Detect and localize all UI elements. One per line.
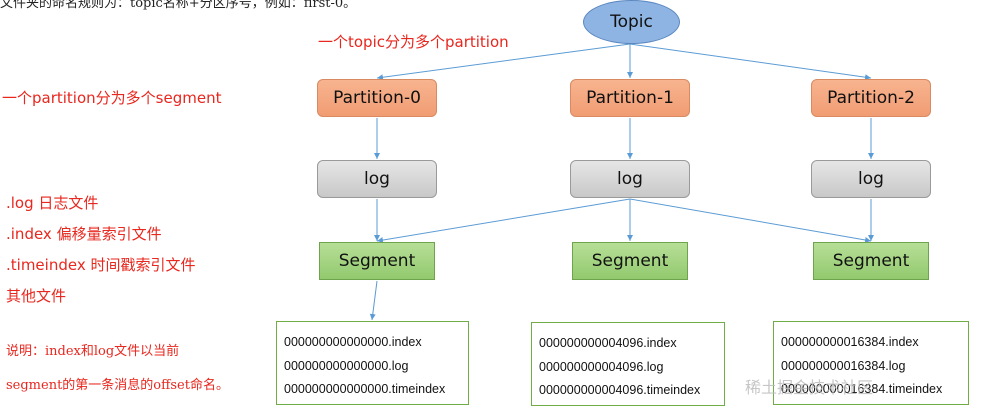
partition-2-node: Partition-2	[811, 79, 931, 117]
log-node-0: log	[317, 160, 437, 198]
file-log: 000000000000000.log	[284, 358, 409, 373]
file-timeindex: 000000000016384.timeindex	[781, 382, 943, 396]
file-type-other: 其他文件	[6, 287, 67, 305]
file-log: 000000000016384.log	[781, 358, 906, 373]
segment-node-1: Segment	[572, 242, 688, 280]
arrow-segment-0-to-files	[369, 280, 378, 321]
file-index: 000000000000000.index	[284, 335, 422, 349]
segment-node-2: Segment	[813, 242, 929, 280]
segment-files-1: 000000000004096.index 000000000004096.lo…	[531, 322, 725, 406]
explain-line-2: segment的第一条消息的offset命名。	[6, 378, 229, 393]
file-type-timeindex: .timeindex 时间戳索引文件	[6, 256, 196, 274]
arrow-topic-to-partition-2	[629, 43, 872, 81]
file-type-index: .index 偏移量索引文件	[6, 225, 162, 243]
partition-0-node: Partition-0	[317, 79, 437, 117]
arrow-log-to-segment-2	[629, 198, 872, 243]
log-node-1: log	[570, 160, 690, 198]
file-type-log: .log 日志文件	[6, 194, 99, 212]
arrow-log-to-segment-0	[376, 198, 631, 243]
explain-line-1: 说明：index和log文件以当前	[6, 344, 180, 359]
partition-note: 一个partition分为多个segment	[2, 89, 222, 107]
segment-files-0: 000000000000000.index 000000000000000.lo…	[276, 321, 469, 405]
file-timeindex: 000000000004096.timeindex	[539, 383, 701, 397]
watermark: 稀土掘金技术社区	[745, 378, 874, 397]
file-index: 000000000004096.index	[539, 336, 677, 350]
segment-files-2: 000000000016384.index 000000000016384.lo…	[773, 321, 969, 405]
segment-node-0: Segment	[319, 242, 435, 280]
arrow-topic-to-partition-0	[376, 43, 631, 81]
file-log: 000000000004096.log	[539, 359, 664, 374]
header-fragment: 文件夹的命名规则为：topic名称+分区序号，例如：first-0。	[0, 0, 357, 11]
partition-1-node: Partition-1	[570, 79, 690, 117]
file-timeindex: 000000000000000.timeindex	[284, 382, 446, 396]
topic-note: 一个topic分为多个partition	[318, 33, 509, 51]
file-index: 000000000016384.index	[781, 335, 919, 349]
topic-node: Topic	[583, 0, 680, 44]
log-node-2: log	[811, 160, 931, 198]
